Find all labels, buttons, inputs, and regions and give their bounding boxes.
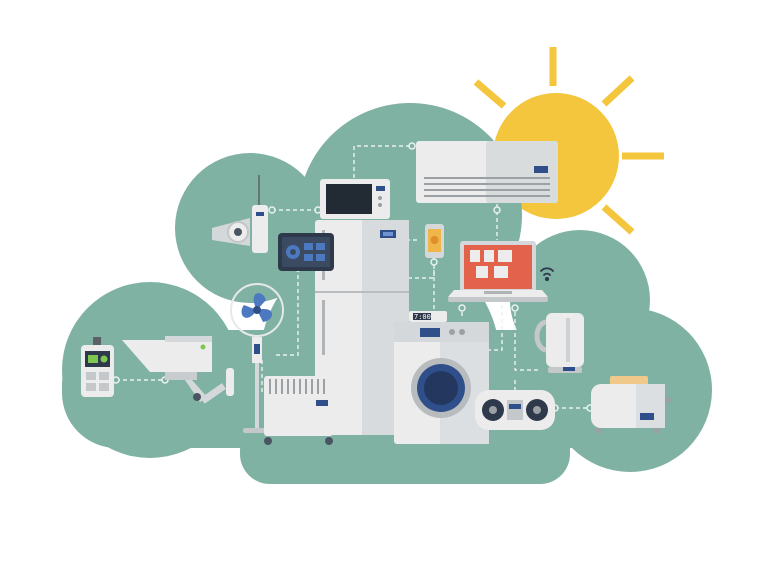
kettle-icon xyxy=(534,313,584,373)
washing-machine-icon: 7:00 xyxy=(394,311,489,444)
wifi-icon xyxy=(540,267,554,282)
connector-lines xyxy=(116,145,590,409)
tablet-icon xyxy=(278,233,334,271)
laptop-icon xyxy=(448,241,548,302)
microwave-icon xyxy=(320,179,390,219)
smartphone-icon xyxy=(425,224,444,258)
webcam-icon xyxy=(212,175,268,253)
stereo-icon xyxy=(475,390,555,430)
washer-time-display: 7:00 xyxy=(414,313,431,321)
toaster-icon xyxy=(591,376,671,433)
radiator-icon xyxy=(264,376,333,445)
remote-control-icon xyxy=(81,337,114,397)
gear-icon xyxy=(286,245,300,259)
security-camera-icon xyxy=(122,336,234,404)
air-conditioner-icon xyxy=(416,141,558,203)
